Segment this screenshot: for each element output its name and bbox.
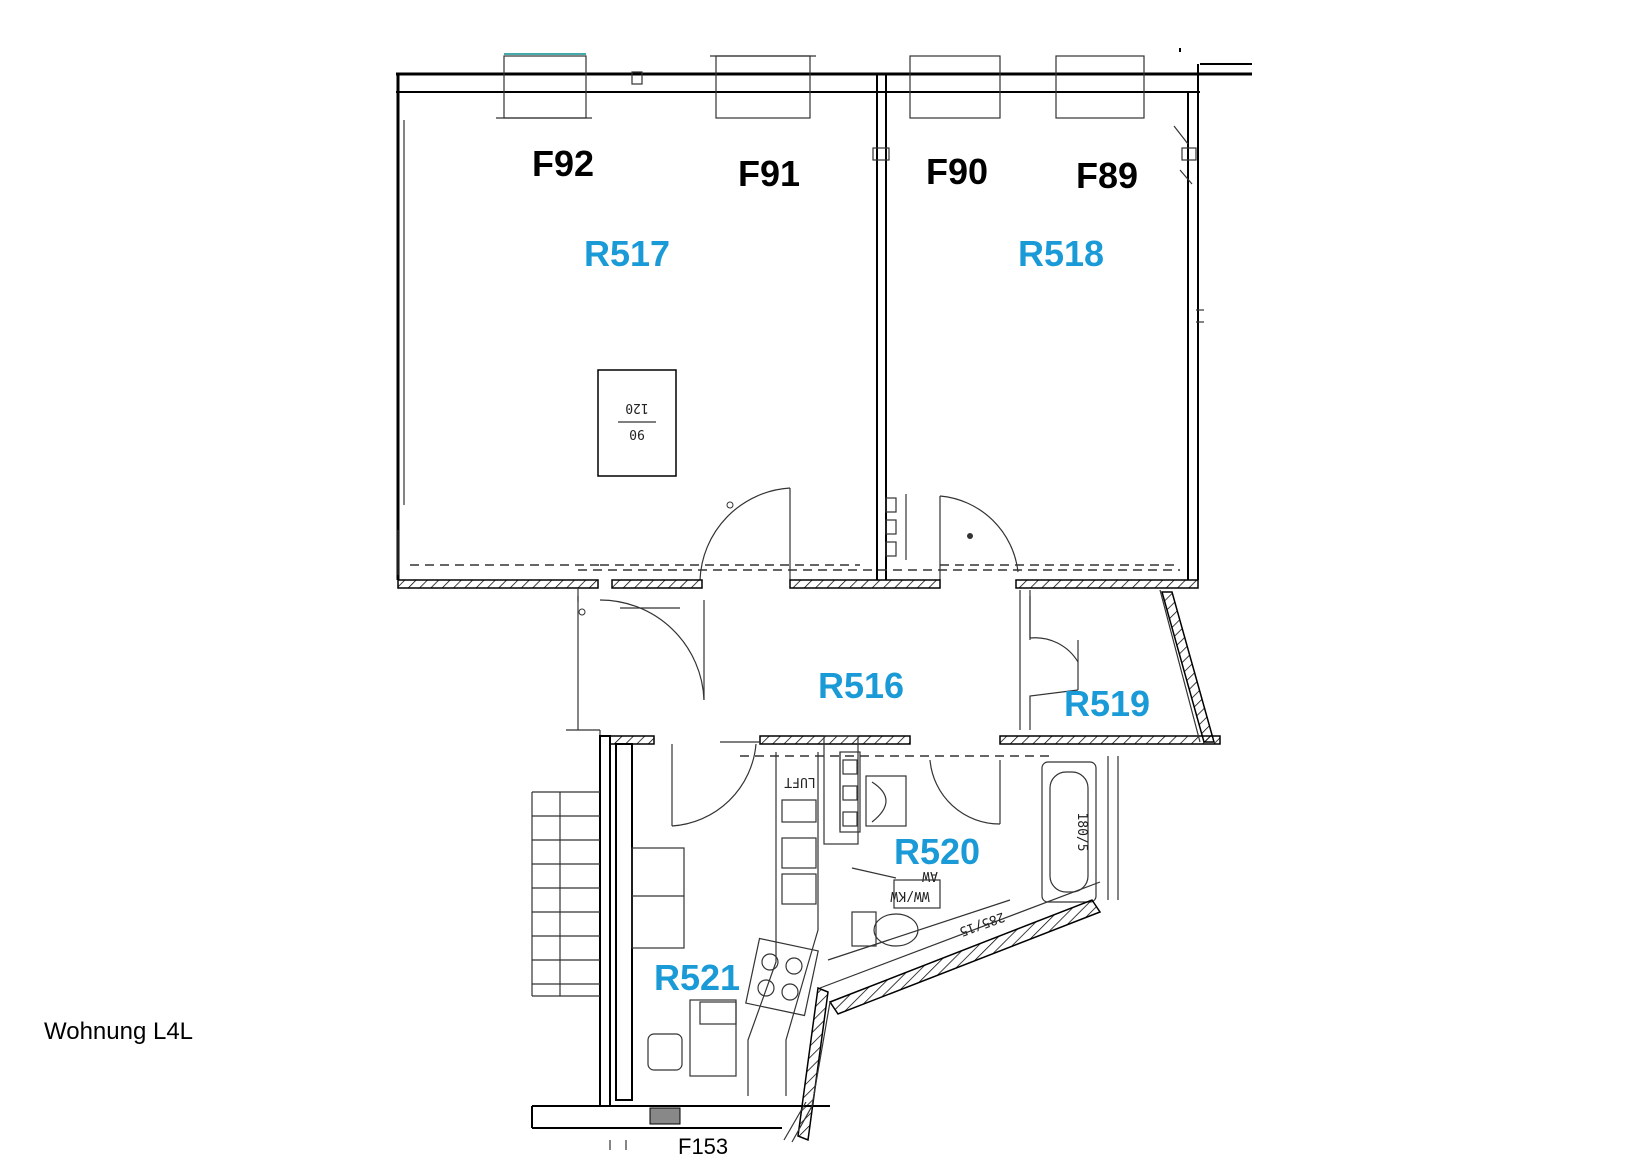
corridor-top-wall	[397, 569, 1199, 602]
bed-dimension-bottom: 90	[629, 426, 645, 441]
bed-r517: 120 90	[597, 369, 677, 477]
window-label-f90: F90	[926, 151, 988, 192]
bed-dimension-top: 120	[625, 400, 648, 415]
staircase	[531, 791, 600, 997]
label-aw: AW	[922, 868, 938, 883]
room-label-r517: R517	[584, 233, 670, 274]
window-frame-f91	[710, 55, 816, 119]
room-outline-r517-r518	[396, 64, 1204, 580]
room-label-r521: R521	[654, 957, 740, 998]
window-frame-f90	[909, 55, 1001, 119]
window-label-f91: F91	[738, 153, 800, 194]
window-label-f89: F89	[1076, 155, 1138, 196]
door-entrance[interactable]	[578, 599, 705, 701]
window-frame-f92	[496, 53, 643, 119]
label-ww-kw: WW/KW	[890, 888, 929, 903]
room-label-r520: R520	[894, 831, 980, 872]
window-frame-f153	[609, 1107, 681, 1150]
corridor-r516-outline	[566, 590, 1031, 744]
door-r517[interactable]	[699, 487, 791, 581]
room-label-r519: R519	[1064, 683, 1150, 724]
door-r518[interactable]	[939, 495, 1019, 580]
room-label-r516: R516	[818, 665, 904, 706]
room-label-r518: R518	[1018, 233, 1104, 274]
window-label-f92: F92	[532, 143, 594, 184]
stove	[745, 937, 819, 1017]
corridor-bottom-wall	[599, 735, 1221, 757]
room-outline-r519	[1029, 589, 1215, 743]
angled-dimension: 285/15	[957, 908, 1006, 938]
room-outline-r521: LUFT	[531, 735, 859, 1143]
window-frame-f89	[1055, 55, 1145, 119]
label-luft: LUFT	[784, 774, 815, 789]
exterior-top-wall	[396, 48, 1252, 93]
apartment-caption: Wohnung L4L	[44, 1018, 194, 1045]
window-label-f153: F153	[678, 1134, 728, 1159]
bathtub-size: 180/5	[1074, 812, 1089, 851]
room-outline-r520: 180/5 AW WW/KW 285/15	[819, 751, 1119, 1015]
